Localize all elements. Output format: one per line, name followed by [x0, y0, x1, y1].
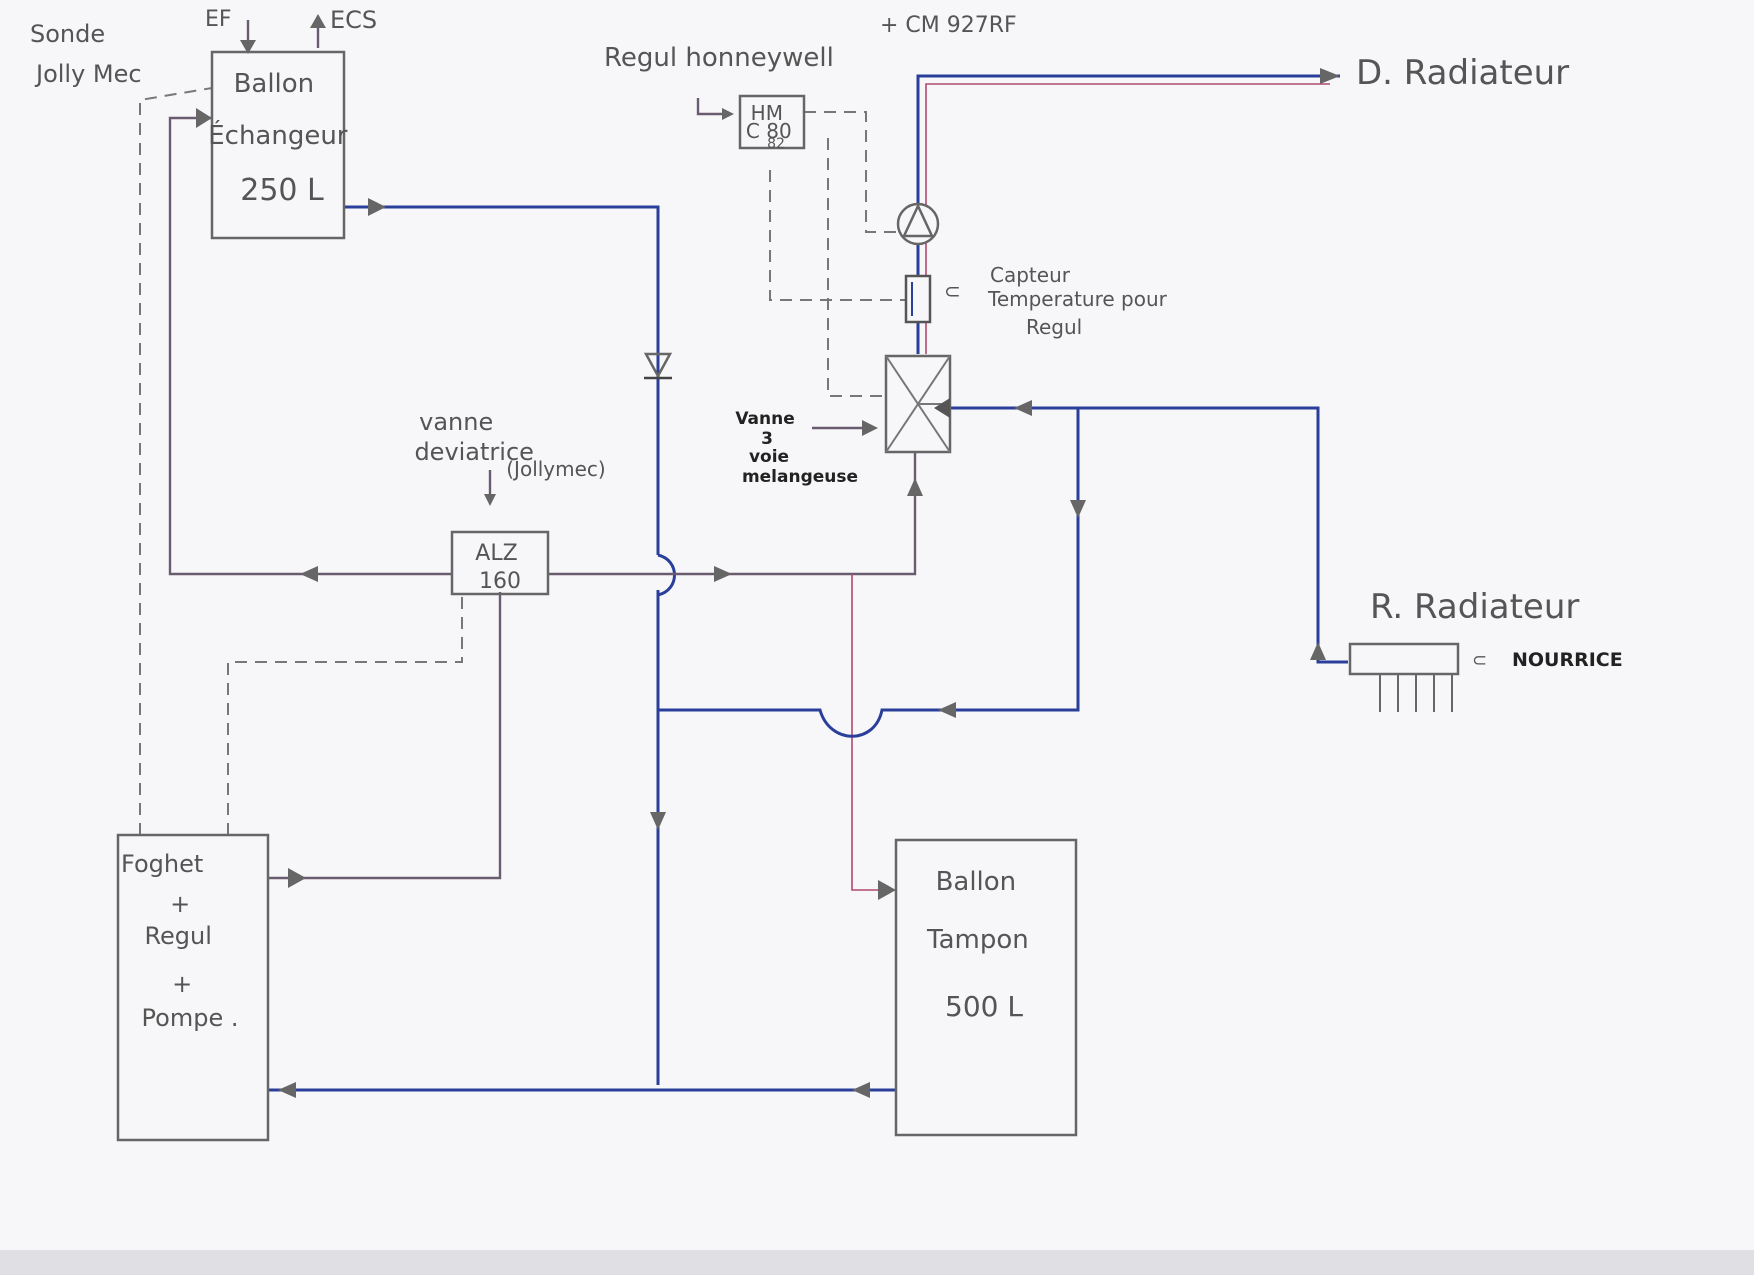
- vanne-3voie-line3: voie: [749, 447, 789, 467]
- arrow-tampon-out: [852, 1082, 870, 1098]
- arrow-in-echangeur: [196, 108, 212, 128]
- arrow-up-vanne: [907, 478, 923, 496]
- arrow-right-alz: [714, 566, 732, 582]
- d-radiateur-label: D. Radiateur: [1356, 53, 1569, 93]
- hm-line3: 82: [767, 136, 785, 152]
- capteur-line1: Capteur: [990, 263, 1071, 287]
- ecs-label: ECS: [330, 6, 377, 34]
- ef-label: EF: [205, 7, 232, 32]
- vanne-deviatrice-label: vanne deviatrice (Jollymec): [414, 408, 605, 481]
- regul-pointer-line: [696, 98, 728, 116]
- foghet-line3: Regul: [144, 922, 211, 950]
- arrow-ecs: [310, 14, 326, 28]
- ballon-tampon-box: [894, 838, 1078, 1137]
- capteur-line2: Temperature pour: [987, 287, 1168, 311]
- vanne-deviatrice-line3: (Jollymec): [506, 457, 605, 481]
- pump-triangle: [902, 203, 934, 238]
- arrow-d-radiateur: [1320, 68, 1340, 84]
- arrow-down-centre: [650, 812, 666, 830]
- nourrice-symbol: ⊂: [1472, 650, 1487, 671]
- hm-label: HM C 80 82: [746, 101, 798, 152]
- vanne-deviatrice-line1: vanne: [419, 408, 493, 436]
- vanne-deviatrice-line2: deviatrice: [414, 438, 533, 466]
- ballon-tampon-label: Ballon Tampon 500 L: [926, 867, 1037, 1023]
- dash-hm-vanne: [827, 138, 888, 397]
- ballon-echangeur-box: [210, 50, 346, 240]
- pipe-depart-radiateur: [916, 74, 1340, 354]
- arrow-down-return: [1070, 500, 1086, 518]
- pipe-alz-to-foghet: [268, 592, 502, 880]
- pipe-echangeur-out: [345, 205, 660, 555]
- pipe-to-nourrice: [950, 406, 1348, 664]
- dash-foghet-alz: [227, 592, 463, 835]
- pipe-return-loop: [658, 408, 1080, 738]
- foghet-line4: +: [172, 970, 192, 998]
- hm-line1: HM: [751, 101, 783, 125]
- hm-line2: C 80: [746, 119, 792, 143]
- foghet-line1: Foghet: [121, 850, 203, 878]
- foghet-line5: Pompe .: [142, 1004, 239, 1032]
- ballon-echangeur-line3: 250 L: [240, 173, 324, 208]
- arrow-into-tampon: [878, 880, 896, 900]
- dash-hm-pump: [804, 111, 900, 233]
- ballon-tampon-line3: 500 L: [945, 990, 1023, 1023]
- ballon-tampon-line2: Tampon: [926, 925, 1029, 955]
- r-radiateur-label: R. Radiateur: [1370, 587, 1579, 627]
- deviatrice-pointer-arrow: [484, 494, 496, 506]
- nourrice-label: NOURRICE: [1512, 649, 1623, 671]
- vanne-3voie-line2: 3: [761, 429, 773, 449]
- vanne-3voie-line4: melangeuse: [742, 467, 858, 487]
- vanne-3voie-line1: Vanne: [735, 409, 794, 429]
- cm927rf-label: + CM 927RF: [880, 13, 1017, 38]
- arrow-into-foghet-bottom: [278, 1082, 296, 1098]
- ballon-echangeur-label: Ballon Échangeur 250 L: [208, 69, 356, 208]
- sonde-line1: Sonde: [30, 20, 105, 48]
- sonde-line2: Jolly Mec: [34, 60, 142, 88]
- pipe-to-tampon: [851, 574, 896, 891]
- alz-line1: ALZ: [475, 541, 517, 566]
- ballon-echangeur-line2: Échangeur: [208, 119, 348, 151]
- alz-box: [450, 530, 550, 596]
- arrow-into-foghet: [288, 868, 306, 888]
- arrow-left-710: [938, 702, 956, 718]
- vanne-inlet-arrow: [934, 398, 950, 418]
- hm-box: [738, 94, 806, 150]
- arrow-echangeur-out: [368, 198, 386, 216]
- vanne-pointer-arrow: [862, 420, 878, 436]
- regul-pointer-arrow: [722, 108, 734, 120]
- arrow-up-nourrice: [1310, 642, 1326, 660]
- capteur-line3: Regul: [1026, 315, 1082, 339]
- arrow-left-return: [300, 566, 318, 582]
- pipe-depart-pink: [925, 83, 1330, 354]
- nourrice-outlets: [1379, 674, 1453, 712]
- paper-edge: [0, 1250, 1754, 1275]
- alz-line2: 160: [479, 569, 521, 594]
- capteur-temperature-icon: [904, 274, 932, 324]
- alz-label: ALZ 160: [475, 541, 524, 594]
- arrow-ef: [240, 40, 256, 54]
- ballon-tampon-line1: Ballon: [936, 867, 1017, 897]
- dash-hm-capteur: [769, 170, 906, 301]
- sonde-label: Sonde Jolly Mec: [30, 20, 142, 88]
- check-valve-icon: [643, 352, 673, 379]
- ballon-echangeur-line1: Ballon: [234, 69, 315, 99]
- vanne-3voie-label: Vanne 3 voie melangeuse: [735, 409, 858, 487]
- regul-honeywell-label: Regul honneywell: [604, 43, 834, 73]
- capteur-label: ⊂ Capteur Temperature pour Regul: [944, 263, 1173, 339]
- arrow-left-vanne: [1014, 400, 1032, 416]
- foghet-box: [116, 833, 270, 1142]
- pump-icon: [896, 202, 940, 246]
- capteur-symbol: ⊂: [944, 279, 961, 303]
- dash-sonde: [139, 87, 213, 835]
- nourrice-icon: [1348, 642, 1460, 676]
- foghet-label: Foghet + Regul + Pompe .: [121, 850, 238, 1032]
- foghet-line2: +: [170, 890, 190, 918]
